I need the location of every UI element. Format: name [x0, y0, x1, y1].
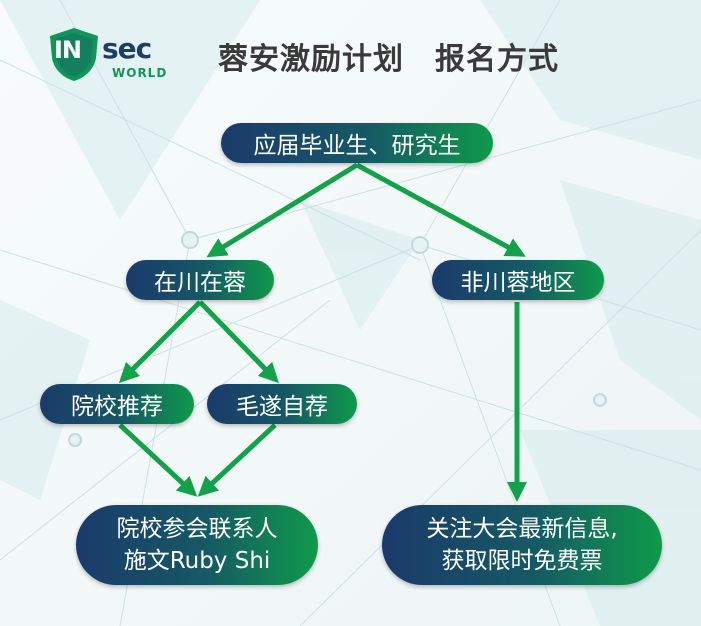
- node-outside-sichuan-chengdu-label: 非川蓉地区: [460, 270, 576, 296]
- logo-text-sec: sec: [102, 32, 152, 65]
- node-follow-updates: 关注大会最新信息, 获取限时免费票: [382, 505, 662, 585]
- node-in-sichuan-chengdu-label: 在川在蓉: [154, 270, 246, 296]
- arrow-local-to-self: [198, 300, 279, 384]
- logo-text-world: WORLD: [112, 66, 168, 80]
- node-school-recommendation-label: 院校推荐: [71, 394, 163, 420]
- page-title: 蓉安激励计划 报名方式: [218, 42, 559, 77]
- node-school-contact-line-1: 院校参会联系人: [116, 516, 278, 542]
- node-school-contact: 院校参会联系人 施文Ruby Shi: [76, 505, 318, 585]
- node-graduates-label: 应届毕业生、研究生: [253, 133, 461, 159]
- node-self-recommendation-label: 毛遂自荐: [236, 394, 328, 420]
- arrow-local-to-school: [118, 300, 202, 384]
- shield-icon: [50, 28, 98, 81]
- arrow-self-to-contact: [197, 423, 277, 497]
- node-self-recommendation: 毛遂自荐: [207, 384, 357, 424]
- node-follow-updates-line-1: 关注大会最新信息,: [426, 516, 618, 542]
- arrow-root-to-local: [206, 162, 359, 258]
- arrow-school-to-contact: [118, 423, 198, 497]
- node-in-sichuan-chengdu: 在川在蓉: [126, 260, 274, 300]
- node-graduates: 应届毕业生、研究生: [221, 123, 493, 163]
- node-outside-sichuan-chengdu: 非川蓉地区: [432, 260, 604, 300]
- arrow-root-to-nonlocal: [355, 162, 526, 257]
- insec-world-logo: IN sec WORLD: [46, 22, 168, 84]
- node-school-contact-line-2: 施文Ruby Shi: [123, 548, 271, 574]
- node-follow-updates-line-2: 获取限时免费票: [441, 548, 603, 574]
- logo-text-in: IN: [54, 36, 82, 64]
- node-school-recommendation: 院校推荐: [40, 384, 194, 424]
